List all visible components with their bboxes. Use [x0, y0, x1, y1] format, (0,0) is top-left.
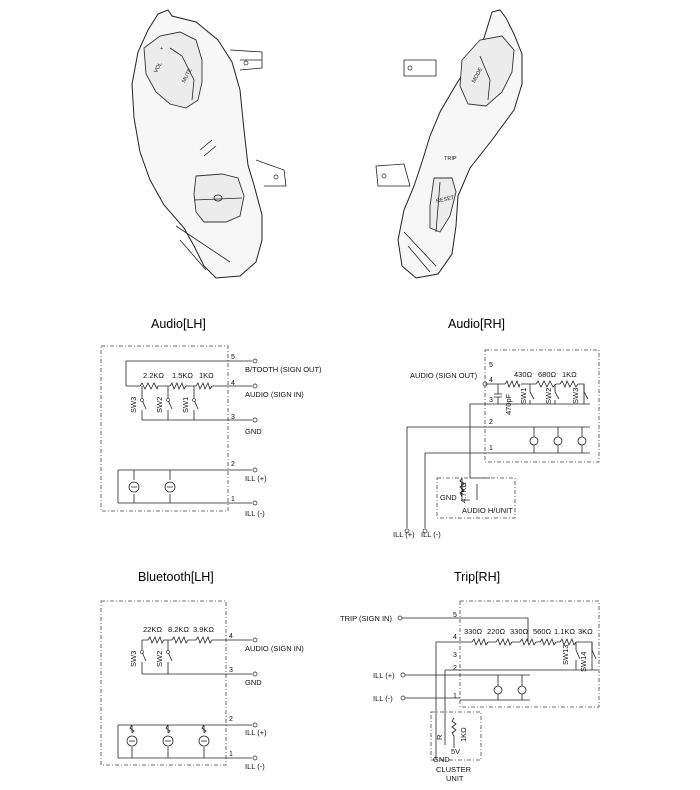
pin-number: 5 [231, 354, 235, 361]
gnd-label: GND [245, 678, 262, 687]
right-steering-switch-illustration: MODE TRIP RESET [375, 9, 523, 279]
resistor-value: 22KΩ [143, 625, 162, 634]
trip-button-label: TRIP [444, 156, 457, 162]
svg-text:+: + [160, 46, 163, 52]
unit-label: UNIT [446, 774, 464, 783]
trip-sign-in-label: TRIP (SIGN IN) [340, 614, 392, 623]
trip-rh-circuit: Trip[RH] 5 4 3 2 1 TRIP (SIGN IN) 330Ω 2… [340, 570, 600, 783]
pin-number: 3 [453, 652, 457, 659]
audio-rh-title: Audio[RH] [448, 317, 505, 331]
resistor-value: 1KΩ [459, 727, 468, 742]
switch-label: SW1 [181, 397, 190, 413]
gnd-label: GND [433, 755, 450, 764]
switch-label: SW1 [519, 388, 528, 404]
pin-number: 5 [489, 362, 493, 369]
pin-number: 1 [229, 751, 233, 758]
ill-plus-label: ILL (+) [245, 728, 267, 737]
resistor-value: 3.9KΩ [193, 625, 214, 634]
audio-sign-in-label: AUDIO (SIGN IN) [245, 644, 304, 653]
resistor-value: 330Ω [464, 627, 483, 636]
vol-button-label: VOL [153, 62, 163, 75]
pin-number: 5 [453, 612, 457, 619]
pin-number: 4 [229, 633, 233, 640]
ill-minus-label: ILL (-) [373, 694, 393, 703]
pin-number: 3 [231, 414, 235, 421]
resistor-r-label: R [435, 734, 444, 740]
resistor-value: 2.2KΩ [143, 371, 164, 380]
ill-minus-label: ILL (-) [245, 509, 265, 518]
bluetooth-lh-circuit: Bluetooth[LH] 4 3 2 1 AUDIO (SIGN IN) GN… [100, 570, 304, 771]
switch-label: SW13 [561, 645, 570, 665]
pin-number: 3 [229, 667, 233, 674]
cluster-label: CLUSTER [436, 765, 472, 774]
pin-number: 2 [489, 419, 493, 426]
gnd-label: GND [245, 427, 262, 436]
resistor-value: 680Ω [538, 370, 557, 379]
audio-lh-circuit: Audio[LH] 5 4 3 2 1 B/TOOTH (SIGN OUT) A… [100, 317, 322, 518]
reset-button-label: RESET [436, 195, 456, 205]
audio-rh-circuit: Audio[RH] 5 4 3 2 1 AUDIO (SIGN OUT) 430… [393, 317, 600, 539]
audio-sign-in-label: AUDIO (SIGN IN) [245, 390, 304, 399]
audio-sign-out-label: AUDIO (SIGN OUT) [410, 371, 478, 380]
resistor-value: 1.5KΩ [172, 371, 193, 380]
audio-h-unit-label: AUDIO H/UNIT [462, 506, 513, 515]
b-tooth-sign-out-label: B/TOOTH (SIGN OUT) [245, 365, 322, 374]
resistor-value: 330Ω [510, 627, 529, 636]
ill-minus-label: ILL (-) [421, 530, 441, 539]
resistor-value: 8.2KΩ [168, 625, 189, 634]
resistor-value: 1KΩ [562, 370, 577, 379]
switch-label: SW3 [129, 397, 138, 413]
resistor-value: 1KΩ [199, 371, 214, 380]
switch-label: SW2 [155, 651, 164, 667]
resistor-value: 560Ω [533, 627, 552, 636]
pin-number: 2 [231, 461, 235, 468]
left-steering-switch-illustration: VOL MUTE + [131, 9, 287, 279]
pin-number: 1 [489, 445, 493, 452]
ill-plus-label: ILL (+) [245, 474, 267, 483]
pin-number: 2 [453, 665, 457, 672]
five-volt-label: 5V [451, 747, 460, 756]
pin-number: 3 [489, 397, 493, 404]
gnd-label: GND [440, 493, 457, 502]
resistor-value: 4.7KΩ [459, 482, 468, 503]
pin-number: 4 [231, 380, 235, 387]
pin-number: 4 [489, 377, 493, 384]
ill-plus-label: ILL (+) [393, 530, 415, 539]
bluetooth-lh-title: Bluetooth[LH] [138, 570, 214, 584]
trip-rh-title: Trip[RH] [454, 570, 500, 584]
resistor-value: 1.1KΩ [554, 627, 575, 636]
switch-label: SW3 [129, 651, 138, 667]
switch-label: SW3 [571, 388, 580, 404]
resistor-value: 430Ω [514, 370, 533, 379]
pin-number: 1 [453, 693, 457, 700]
resistor-value: 3KΩ [578, 627, 593, 636]
audio-lh-title: Audio[LH] [151, 317, 206, 331]
ill-plus-label: ILL (+) [373, 671, 395, 680]
switch-label: SW2 [155, 397, 164, 413]
pin-number: 4 [453, 634, 457, 641]
resistor-value: 220Ω [487, 627, 506, 636]
switch-label: SW2 [544, 388, 553, 404]
ill-minus-label: ILL (-) [245, 762, 265, 771]
switch-label: SW14 [579, 652, 588, 672]
pin-number: 2 [229, 716, 233, 723]
pin-number: 1 [231, 496, 235, 503]
